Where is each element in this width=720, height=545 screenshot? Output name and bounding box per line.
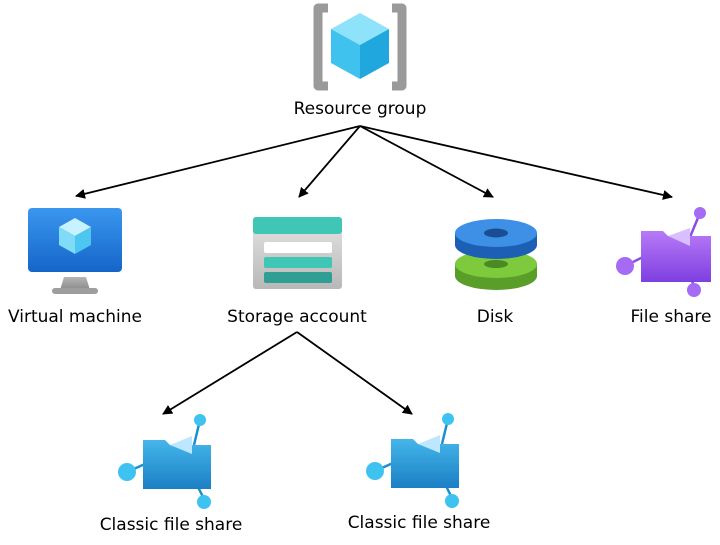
edge-storage-account-to-classic-share-1	[162, 331, 298, 415]
virtual-machine-label: Virtual machine	[8, 307, 142, 327]
edge-resource-group-to-disk	[359, 125, 494, 198]
classic-file-share-label-2: Classic file share	[348, 513, 491, 533]
edge-resource-group-to-file-share	[359, 125, 673, 200]
file-share-label: File share	[631, 307, 712, 327]
edge-storage-account-to-classic-share-2	[296, 331, 413, 415]
classic-file-share-icon	[118, 414, 211, 509]
storage-account-icon	[253, 217, 342, 289]
resource-group-icon	[313, 3, 407, 91]
classic-file-share-label-1: Classic file share	[100, 515, 243, 535]
resource-group-label: Resource group	[294, 99, 427, 119]
disk-icon	[455, 219, 537, 290]
disk-label: Disk	[477, 307, 514, 327]
connectors	[75, 125, 673, 415]
edge-resource-group-to-virtual-machine	[75, 125, 361, 199]
file-share-icon	[616, 207, 711, 297]
edge-resource-group-to-storage-account	[298, 125, 361, 198]
classic-file-share-icon	[366, 413, 459, 508]
virtual-machine-icon	[28, 208, 122, 294]
storage-account-label: Storage account	[227, 307, 367, 327]
